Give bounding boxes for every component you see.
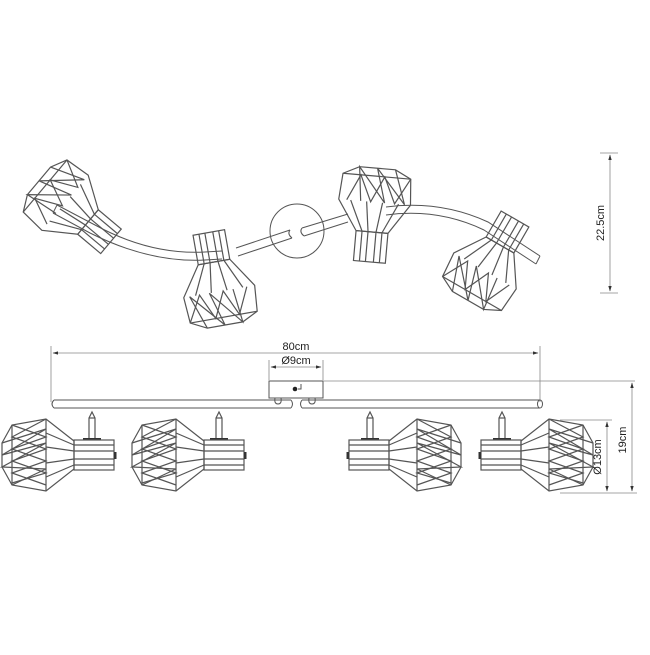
straight-bar xyxy=(51,380,635,409)
dimension-total-length: 80cm xyxy=(50,341,541,402)
top-spotlight-2 xyxy=(172,225,262,332)
dimension-label-shade: Ø13cm xyxy=(592,439,604,474)
top-spotlight-1 xyxy=(15,152,135,270)
front-view: 80cm Ø9cm xyxy=(1,341,637,494)
dimension-total-height: 19cm xyxy=(612,382,637,494)
curved-bar xyxy=(52,204,541,265)
canopy xyxy=(268,380,324,405)
dimension-label-top-height: 22.5cm xyxy=(595,205,607,241)
front-spotlight-1 xyxy=(1,411,117,492)
front-spotlight-3 xyxy=(346,411,462,492)
dimension-label-length: 80cm xyxy=(283,341,310,353)
dimension-canopy-diameter: Ø9cm xyxy=(268,355,324,380)
front-spotlight-2 xyxy=(131,411,247,492)
dimension-top-height: 22.5cm xyxy=(595,152,618,294)
front-spotlight-4 xyxy=(478,411,594,492)
dimension-label-canopy: Ø9cm xyxy=(281,355,310,367)
dimension-shade-diameter: Ø13cm xyxy=(560,419,612,494)
canopy-top-circle xyxy=(269,203,325,259)
top-view: 22.5cm xyxy=(15,152,618,332)
dimension-label-height: 19cm xyxy=(617,427,629,454)
